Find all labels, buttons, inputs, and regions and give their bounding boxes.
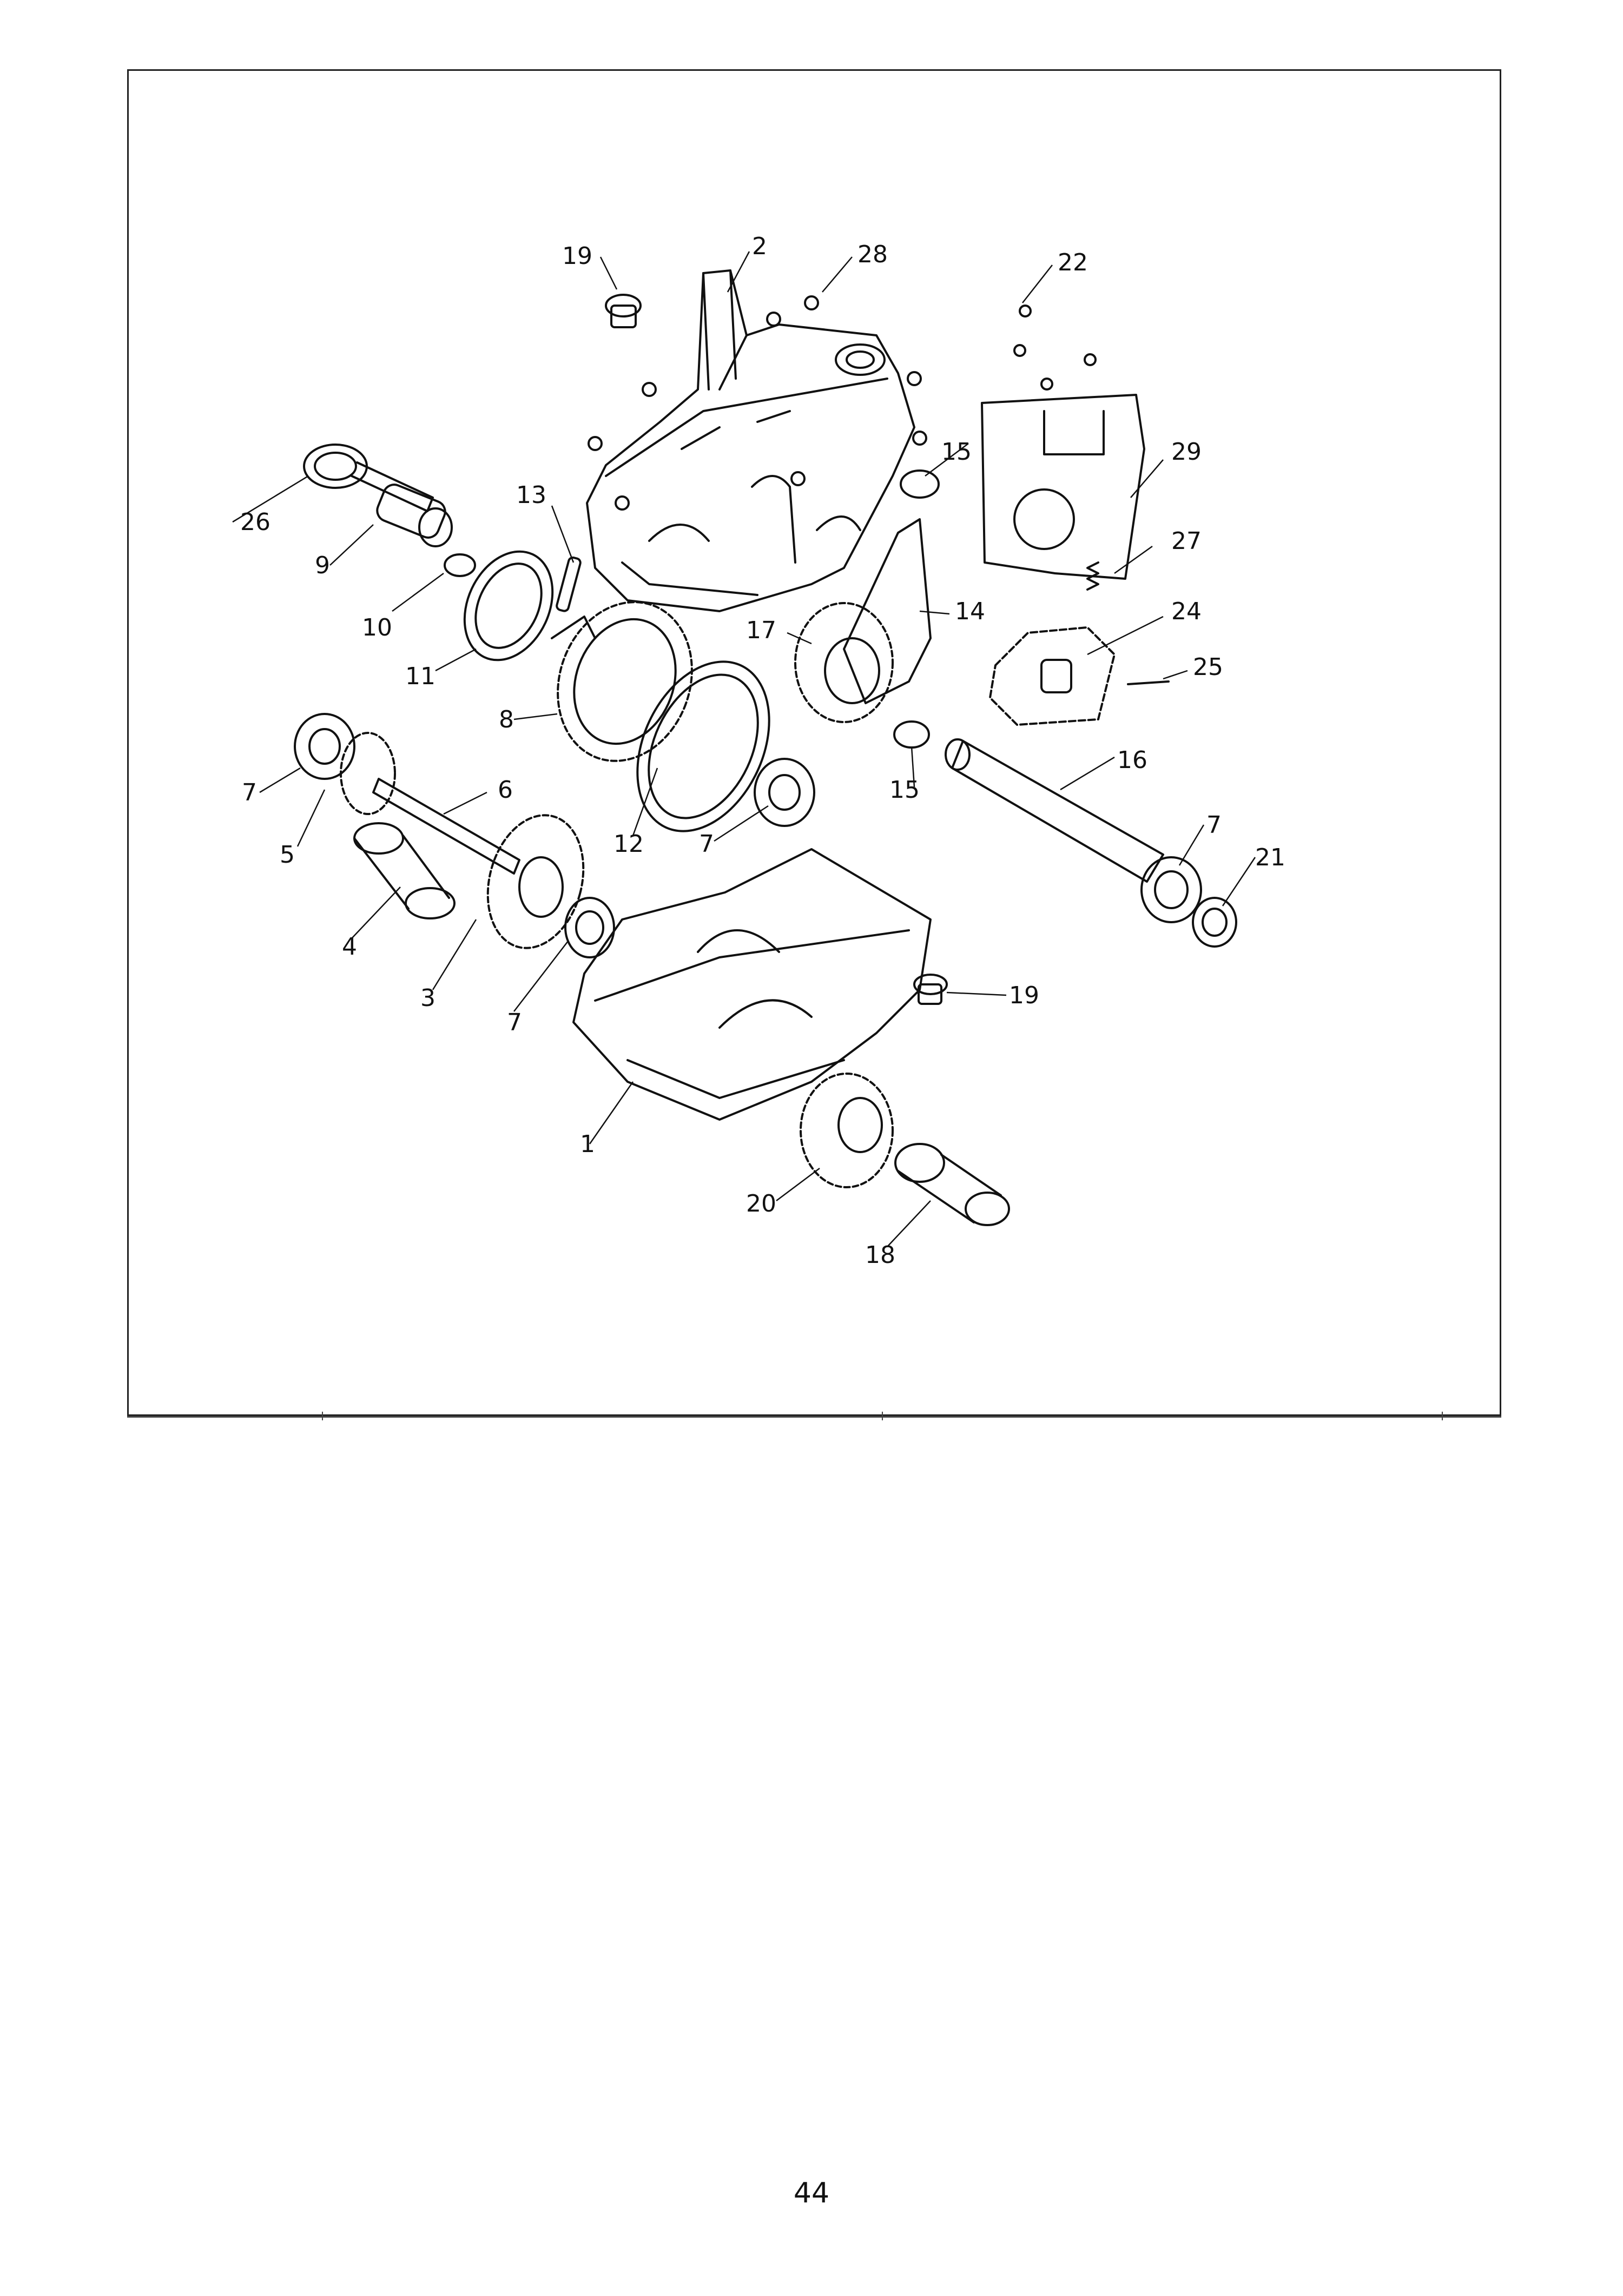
callout-8: 8 [499, 706, 514, 733]
countershaft-part [372, 778, 520, 875]
screw-part [1127, 680, 1170, 685]
callout-15-lower: 15 [889, 776, 920, 804]
callout-17: 17 [746, 617, 776, 644]
gear-part [794, 602, 894, 723]
selector-part [989, 626, 1116, 726]
pin-shaft-part [894, 1143, 1010, 1226]
callout-5: 5 [280, 841, 295, 869]
callout-7-lower: 7 [507, 1009, 522, 1036]
gear-part [551, 601, 693, 762]
callout-14: 14 [955, 598, 985, 625]
shift-lever-part [843, 518, 932, 704]
callout-13: 13 [516, 481, 546, 509]
callout-15-upper: 15 [941, 438, 972, 466]
callout-12: 12 [613, 830, 644, 858]
callout-19: 19 [562, 242, 592, 270]
bolt-part [1013, 305, 1097, 391]
plug-part [605, 294, 642, 328]
callout-3: 3 [420, 984, 436, 1012]
callout-28: 27 [1171, 527, 1202, 555]
callout-4: 4 [342, 933, 357, 961]
gear-part [800, 1073, 894, 1188]
seal-ring-part [463, 550, 554, 661]
callout-11: 11 [405, 663, 436, 690]
callout-22: 21 [1255, 844, 1285, 871]
callout-18: 18 [865, 1241, 895, 1269]
callout-25: 24 [1171, 598, 1202, 625]
callout-7-left: 7 [242, 779, 257, 806]
frame-tick [882, 1412, 883, 1420]
bolt-part [588, 295, 927, 511]
gear-part [486, 814, 585, 949]
frame-bottom-rule [127, 1416, 1501, 1418]
callout-16: 16 [1117, 746, 1147, 774]
callout-1: 1 [580, 1130, 595, 1158]
callout-6: 6 [498, 776, 513, 804]
sleeve-part [353, 822, 456, 919]
spring-part [1086, 561, 1099, 591]
callout-29: 29 [1171, 438, 1202, 466]
callout-10: 10 [362, 614, 392, 641]
upper-housing-part [586, 269, 915, 612]
input-shaft-part [303, 444, 453, 547]
callout-19-lower: 19 [1009, 982, 1039, 1009]
bearing-part [294, 713, 355, 780]
bearing-part [564, 897, 615, 958]
bearing-cup-part [636, 660, 770, 832]
o-ring-part [444, 553, 476, 577]
callout-21: 26 [240, 508, 270, 536]
output-shaft-part [945, 738, 1164, 883]
cap-part [893, 469, 940, 749]
callout-20: 20 [746, 1190, 776, 1218]
pin-part [556, 556, 582, 612]
plug-part [913, 974, 948, 1005]
bracket-plate-part [981, 394, 1145, 580]
callout-24: 22 [1058, 249, 1088, 276]
callout-27: 28 [857, 241, 888, 268]
callout-7-center: 7 [699, 830, 714, 858]
callout-2: 2 [752, 233, 767, 260]
washer-part [1192, 897, 1237, 948]
page-number: 44 [793, 2177, 830, 2209]
frame-tick [322, 1412, 323, 1420]
callout-26: 25 [1193, 653, 1223, 681]
lower-housing-part [572, 848, 932, 1121]
gear-part [340, 732, 396, 815]
bearing-part [754, 758, 815, 827]
callout-7-right: 7 [1206, 811, 1222, 839]
diagram-frame [127, 69, 1501, 1416]
bearing-part [1140, 856, 1202, 923]
callout-9: 9 [315, 552, 330, 579]
frame-tick [1442, 1412, 1443, 1420]
